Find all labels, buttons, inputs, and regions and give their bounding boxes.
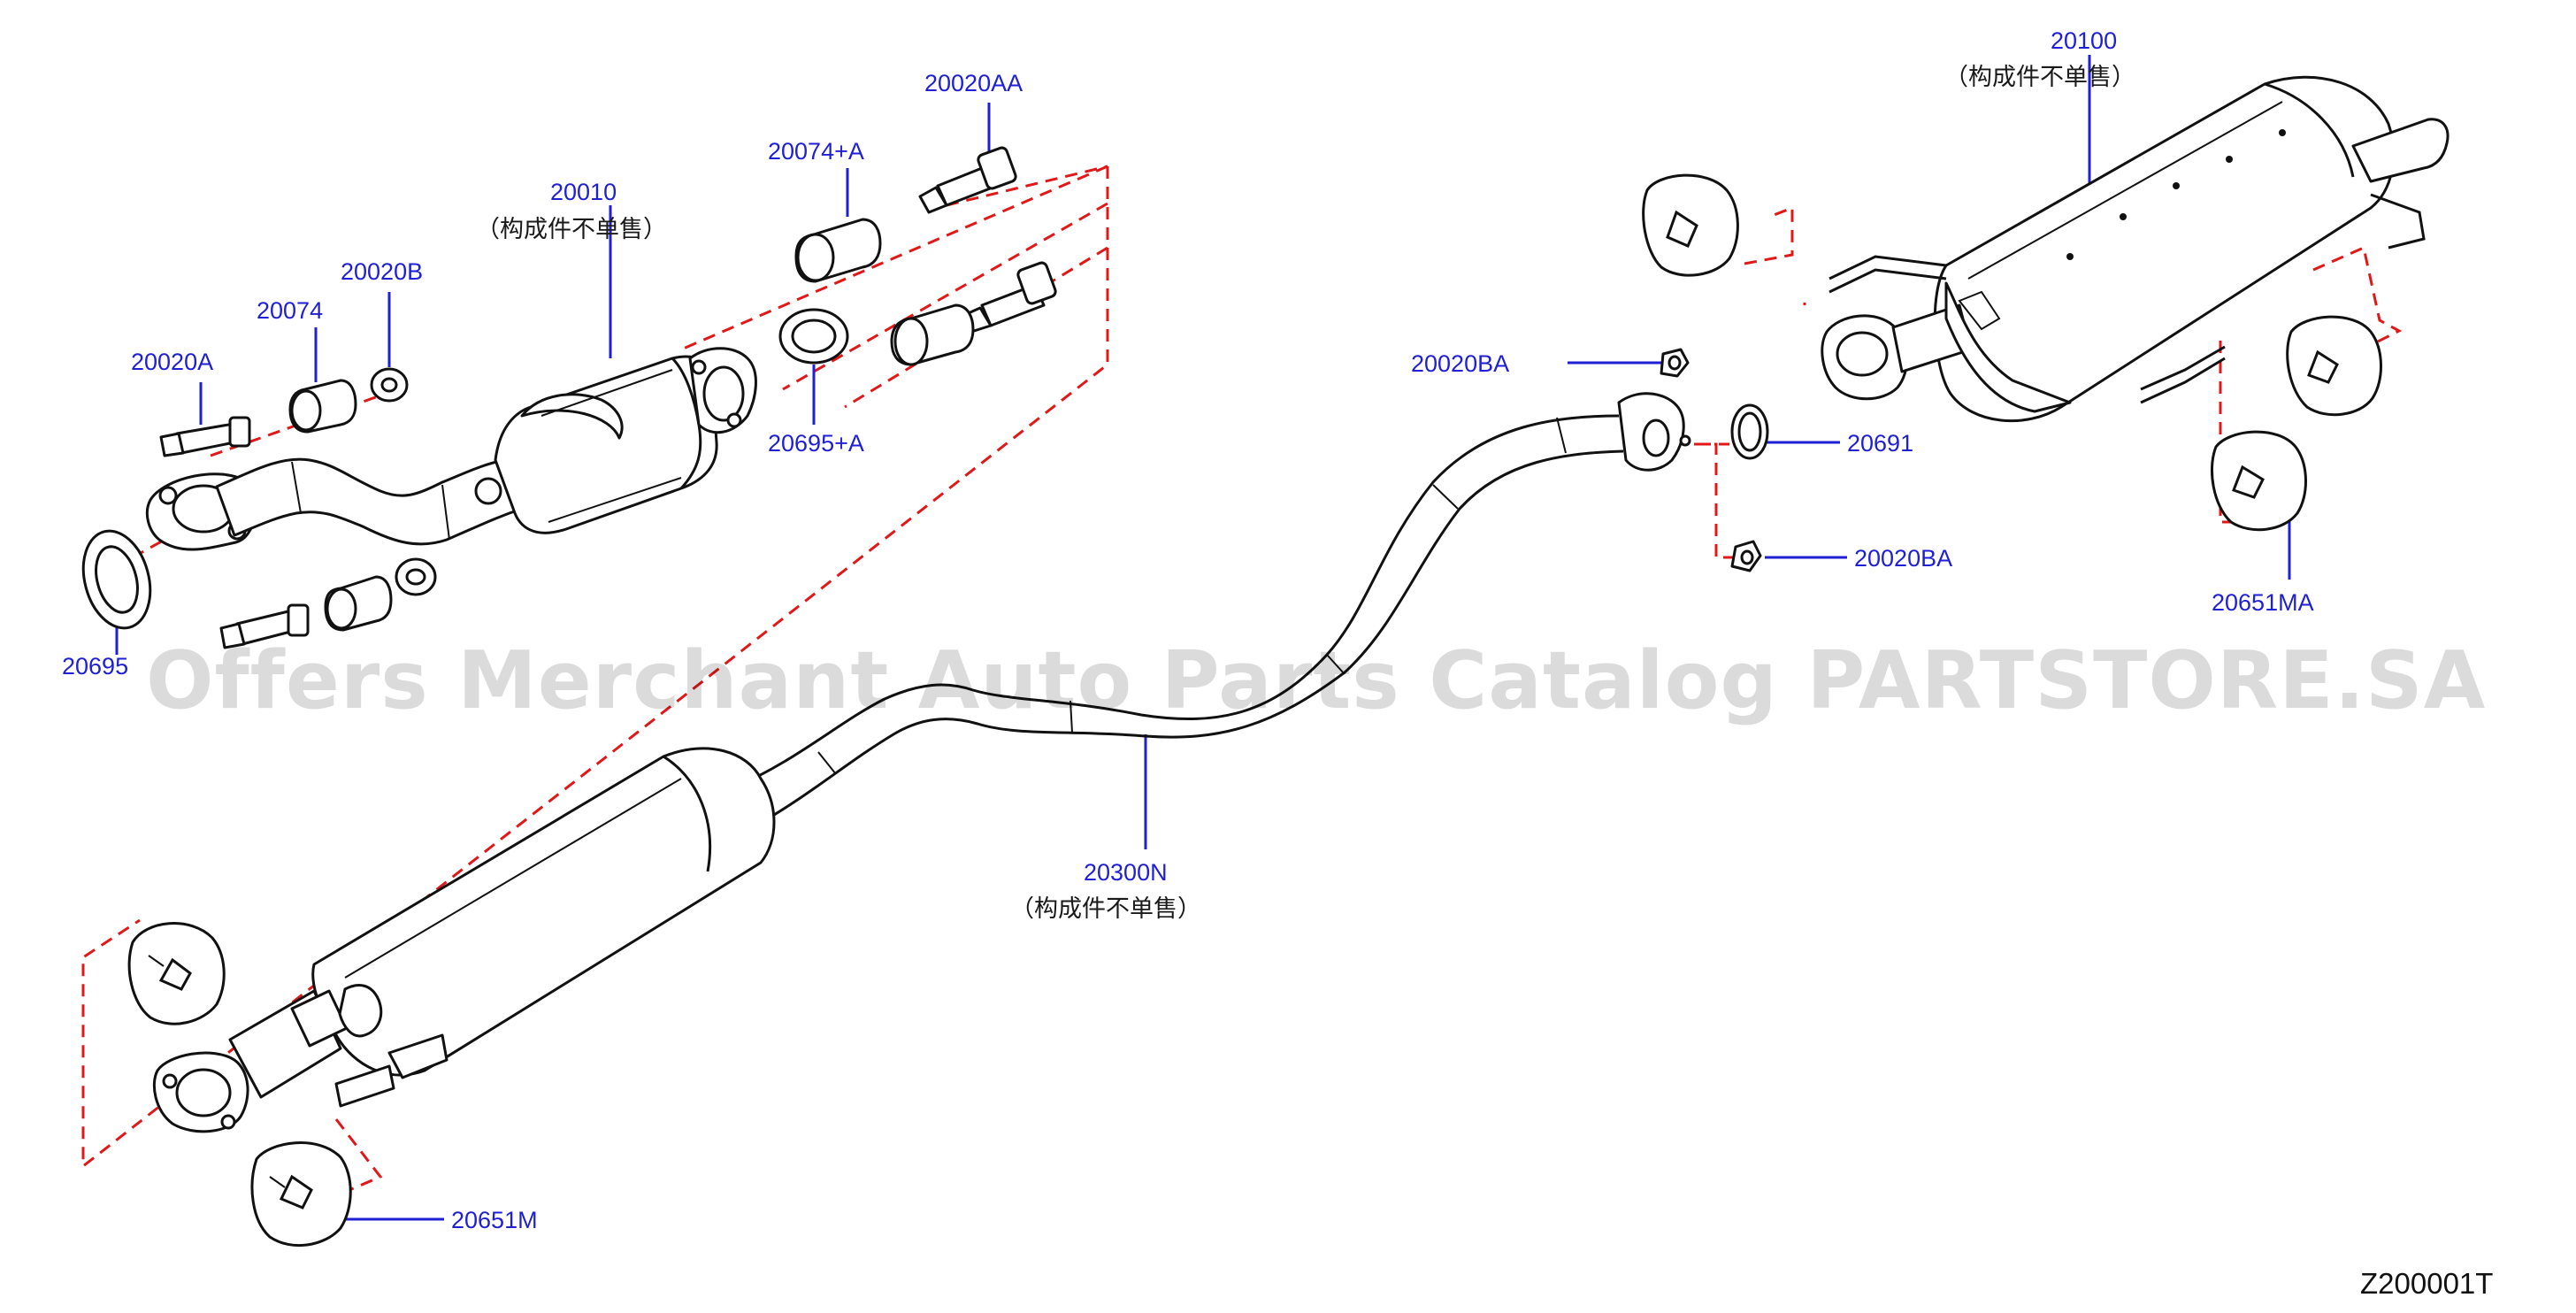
catalytic-converter-20010 — [145, 347, 757, 551]
label-20651MA: 20651MA — [2212, 589, 2314, 616]
label-20074: 20074 — [257, 297, 323, 324]
label-20074A: 20074+A — [768, 138, 864, 165]
fasteners-front — [81, 146, 1057, 649]
label-20695: 20695 — [62, 653, 128, 680]
label-20020AA: 20020AA — [924, 70, 1023, 96]
label-20695A: 20695+A — [768, 430, 864, 457]
label-20020B: 20020B — [341, 258, 423, 285]
label-20651M: 20651M — [451, 1207, 538, 1233]
figure-code: Z200001T — [2360, 1267, 2493, 1300]
label-20691: 20691 — [1847, 430, 1913, 457]
label-20100-note: （构成件不单售） — [1944, 64, 2135, 91]
label-20020BA-bottom: 20020BA — [1854, 545, 1952, 572]
label-20020BA-top: 20020BA — [1411, 350, 1509, 377]
rear-muffler-20100 — [1642, 75, 2450, 572]
label-20100: 20100 — [2051, 27, 2117, 54]
part-labels: 20020AA 20074+A 20010 （构成件不单售） 20020B 20… — [62, 27, 2493, 1300]
center-pipe-20300N — [127, 392, 1691, 1248]
watermark: Offers Merchant Auto Parts Catalog PARTS… — [146, 634, 2486, 727]
label-20010-note: （构成件不单售） — [476, 216, 667, 243]
label-20300N: 20300N — [1084, 859, 1168, 886]
label-20010: 20010 — [550, 179, 617, 205]
label-20020A: 20020A — [131, 349, 213, 375]
label-20300N-note: （构成件不单售） — [1010, 895, 1201, 923]
